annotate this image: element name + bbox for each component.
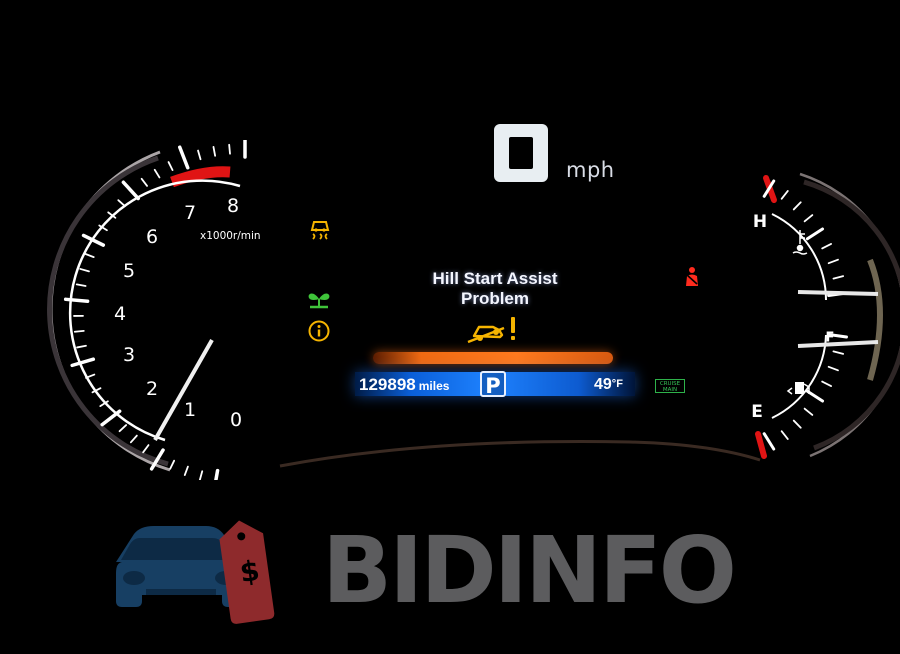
tach-label-5: 5 (122, 260, 136, 282)
temp-fuel-tick (805, 389, 825, 403)
tach-minor-tick (79, 268, 90, 273)
car-logo-icon (116, 526, 248, 607)
tach-label-2: 2 (145, 378, 159, 400)
tach-minor-tick (118, 424, 128, 433)
temp-fuel-tick (792, 201, 802, 211)
temp-needle (797, 290, 879, 296)
temp-fuel-tick (827, 365, 839, 372)
tach-label-3: 3 (122, 344, 136, 366)
temp-fuel-tick (780, 430, 789, 440)
tach-minor-tick (84, 252, 95, 259)
tach-label-1: 1 (183, 399, 197, 421)
tach-major-tick (149, 448, 165, 471)
tach-major-tick (100, 409, 122, 427)
tach-minor-tick (167, 161, 174, 171)
fuel-full-label: F (825, 330, 835, 346)
temp-fuel-tick (827, 332, 848, 339)
temp-fuel-tick (821, 380, 832, 388)
tach-label-6: 6 (145, 226, 159, 248)
temp-fuel-tick (832, 350, 845, 355)
tach-major-tick (121, 180, 141, 201)
outside-temperature: 49°F (594, 376, 623, 394)
speed-value: 0 (490, 120, 552, 186)
warning-message-line1: Hill Start Assist (432, 269, 558, 288)
orange-warning-bar (373, 352, 613, 364)
fuel-empty-label: E (751, 402, 763, 422)
temp-high-label: H (752, 212, 768, 232)
temp-fuel-tick (821, 242, 832, 250)
tachometer-needle (153, 339, 214, 441)
temp-fuel-tick (803, 214, 814, 223)
tach-minor-tick (153, 168, 161, 179)
tach-minor-tick (98, 224, 108, 232)
temp-fuel-tick (762, 179, 776, 198)
tach-minor-tick (183, 465, 189, 476)
cluster-trim (279, 440, 761, 468)
temp-fuel-tick (827, 258, 839, 265)
hill-start-warning-icon (467, 317, 515, 344)
tach-label-0: 0 (229, 409, 243, 431)
tach-minor-tick (228, 143, 231, 155)
traction-control-icon (310, 221, 330, 240)
tach-minor-tick (117, 199, 126, 208)
cruise-line1: CRUISE (659, 381, 681, 387)
info-display-bar (355, 372, 635, 396)
tach-minor-tick (169, 459, 176, 470)
tach-major-tick (63, 297, 90, 303)
tachometer (47, 140, 247, 480)
speed-digit-graphic (494, 124, 548, 182)
tach-minor-tick (212, 146, 217, 157)
tach-minor-tick (107, 211, 117, 219)
odometer-unit: miles (418, 379, 450, 393)
tach-minor-tick (140, 177, 148, 187)
tach-minor-tick (198, 470, 204, 480)
speed-unit: mph (566, 158, 615, 182)
tach-minor-tick (99, 400, 109, 407)
tach-minor-tick (73, 329, 85, 333)
fuel-needle (797, 340, 879, 348)
cruise-line2: MAIN (662, 387, 678, 393)
watermark-text: BIDINFO (322, 517, 737, 624)
tach-label-7: 7 (183, 202, 197, 224)
tach-major-tick (214, 468, 220, 480)
warning-message-line2: Problem (460, 289, 530, 308)
tach-minor-tick (197, 149, 202, 161)
temp-fuel-tick (762, 432, 776, 451)
temp-fuel-gauge (755, 172, 900, 459)
tachometer-ticks (63, 140, 247, 480)
info-icon (308, 320, 330, 342)
tach-major-tick (70, 357, 96, 368)
gear-indicator: P (480, 371, 506, 398)
temp-fuel-tick (792, 419, 802, 429)
cruise-main-indicator: CRUISE MAIN (655, 379, 685, 393)
coolant-temp-icon (792, 230, 808, 255)
outside-temp-unit: °F (611, 378, 623, 390)
tach-minor-tick (75, 283, 87, 287)
tach-minor-tick (129, 434, 138, 444)
seatbelt-warning-icon (686, 267, 698, 286)
temp-fuel-tick (803, 407, 814, 416)
eco-assist-icon (308, 293, 330, 309)
temp-fuel-ticks (762, 179, 848, 451)
tach-minor-tick (91, 387, 102, 394)
rpm-unit-label: x1000r/min (200, 230, 261, 242)
price-tag-icon (219, 520, 275, 624)
odometer-value: 129898 (359, 375, 416, 394)
tach-major-tick (178, 145, 190, 170)
tach-label-8: 8 (226, 195, 240, 217)
tach-minor-tick (76, 344, 87, 349)
tach-minor-tick (85, 373, 96, 379)
temp-fuel-tick (805, 227, 825, 241)
temp-fuel-tick (780, 190, 789, 200)
fuel-pump-icon (786, 382, 810, 395)
outside-temp-value: 49 (594, 376, 612, 393)
temp-fuel-tick (832, 275, 845, 280)
tach-major-tick (81, 233, 106, 247)
tach-minor-tick (142, 444, 150, 454)
tach-label-4: 4 (113, 303, 127, 325)
warning-message: Hill Start Assist Problem (400, 269, 590, 309)
